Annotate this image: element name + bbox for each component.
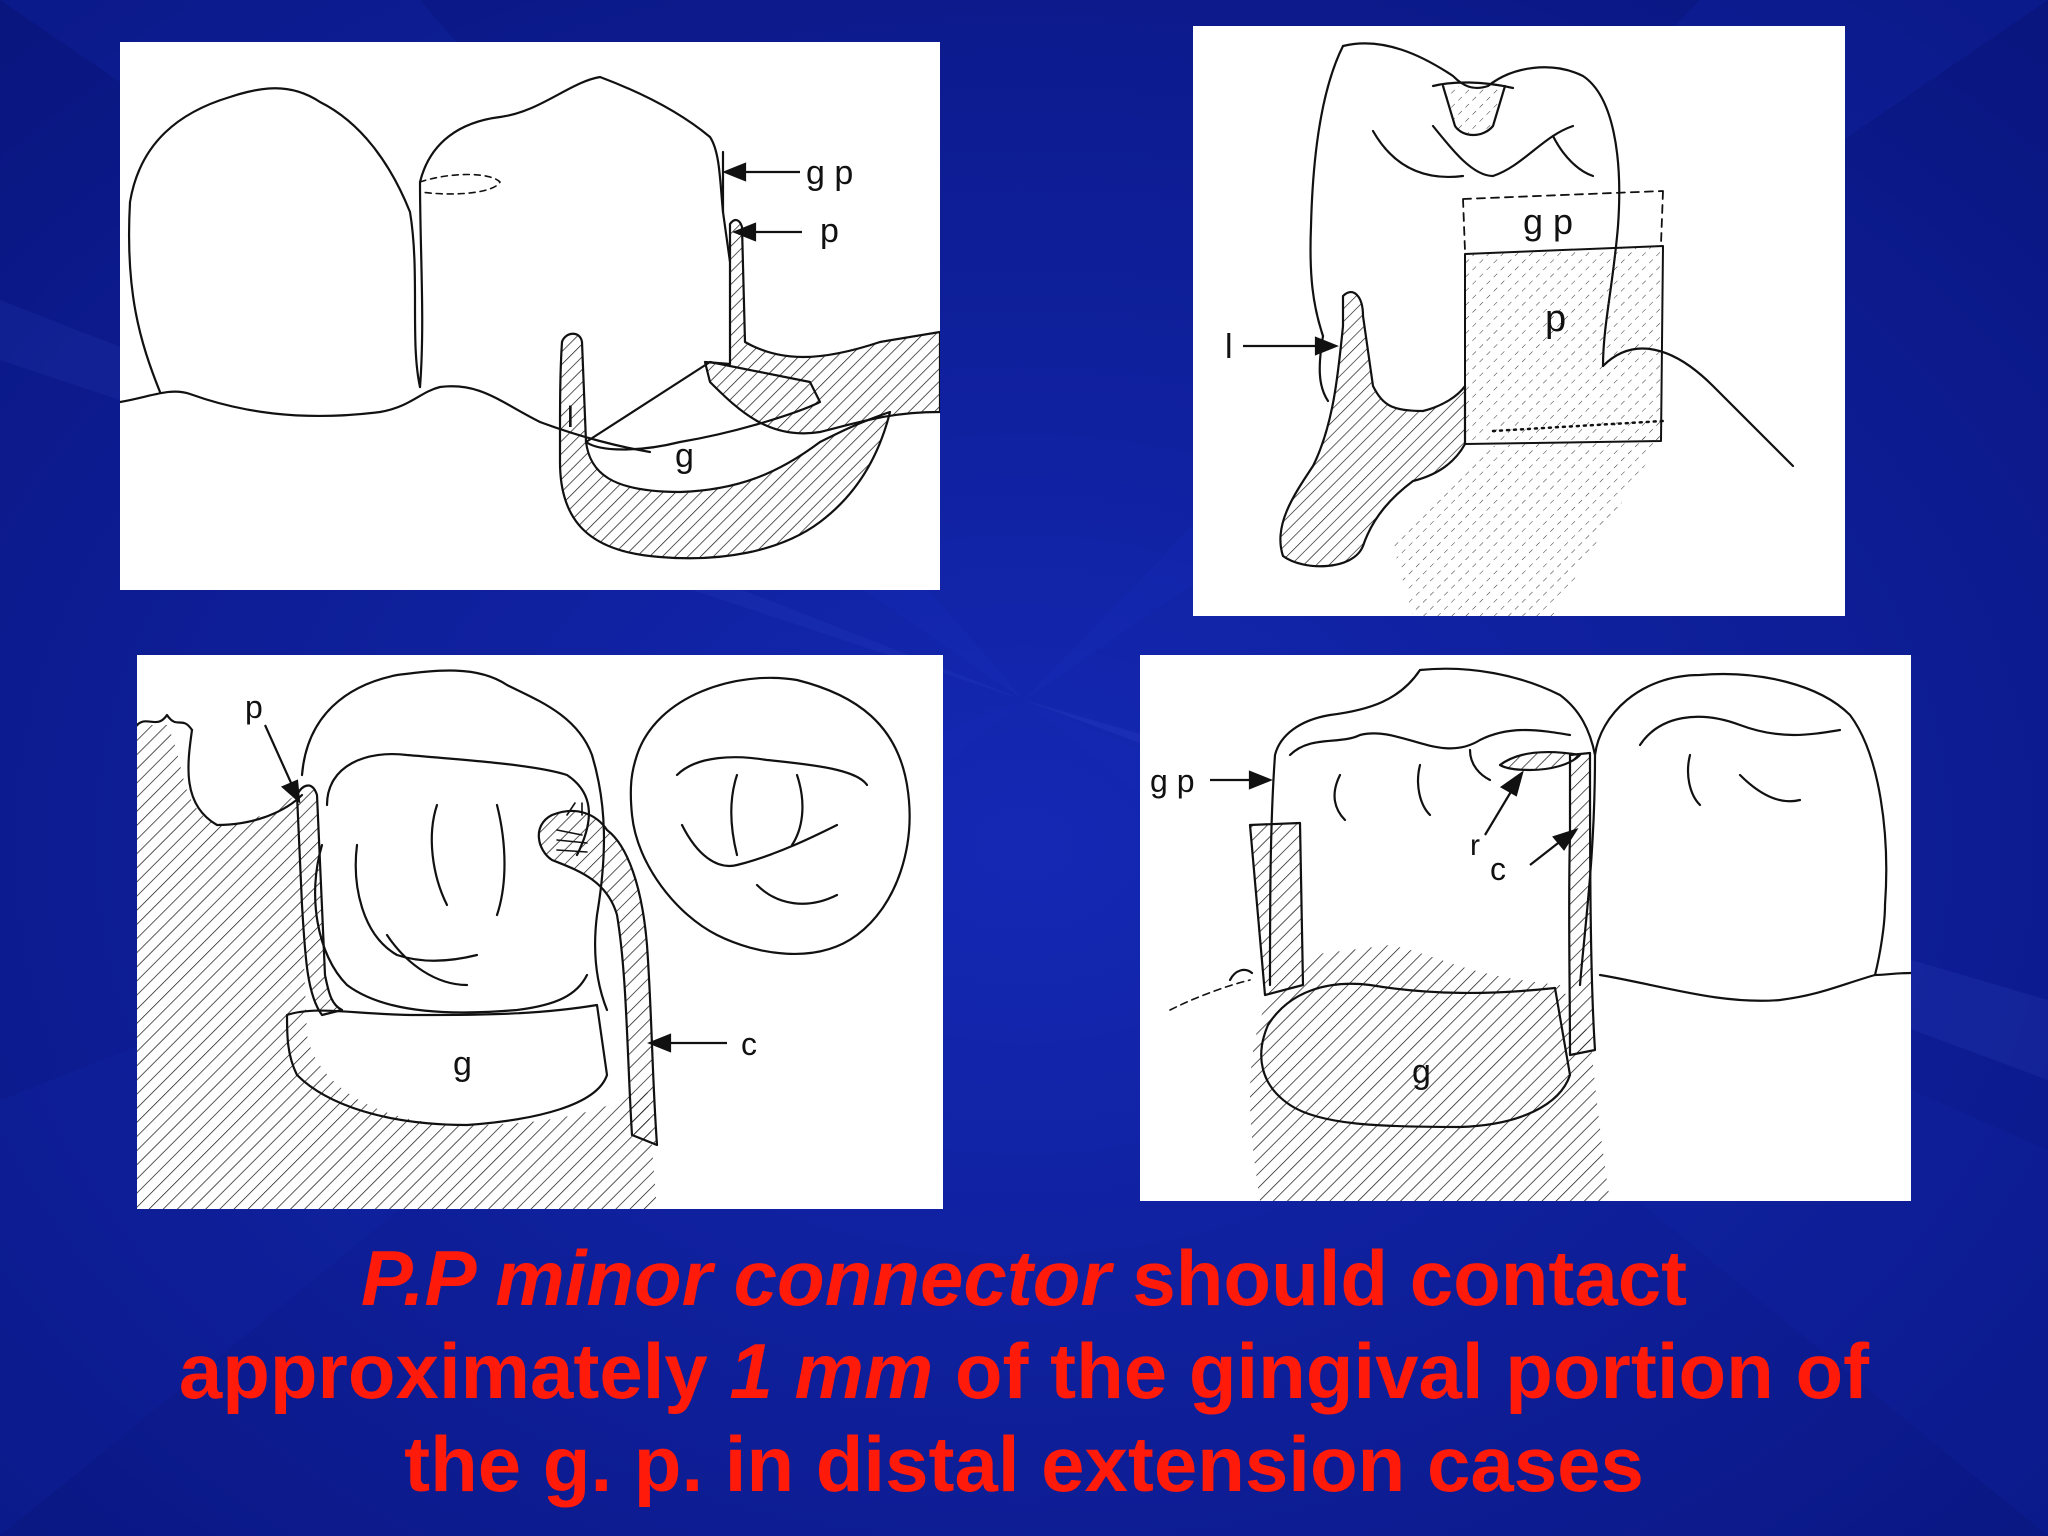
guide-plane-box [1462, 190, 1664, 252]
minor-connector [1568, 751, 1597, 1057]
proximal-plate [1464, 245, 1664, 445]
left-tooth [127, 87, 422, 394]
gum-line [120, 385, 652, 454]
caption-line-1: P.P minor connector should contact [60, 1232, 1988, 1325]
clasp-arm [1279, 291, 1467, 568]
label-p: p [820, 212, 839, 250]
diagram-panel-top-left: g p p l g [120, 42, 940, 590]
abutment-molar [300, 669, 609, 1012]
dashed-outline [419, 173, 501, 195]
label-gp: g p [1150, 763, 1194, 799]
label-g: g [453, 1045, 472, 1083]
abutment-tooth [418, 75, 725, 389]
caption-emphasis-connector: P.P minor connector [360, 1234, 1111, 1322]
diagram-panel-top-right: g p p l [1193, 26, 1845, 616]
label-p: p [1545, 298, 1566, 340]
label-gp: g p [1523, 201, 1573, 242]
label-p: p [245, 689, 263, 725]
label-gp: g p [806, 154, 853, 192]
clasp-arm [558, 332, 892, 560]
diagram-top-left: g p p l g [120, 75, 940, 560]
denture-base-area [137, 725, 657, 1209]
adjacent-tooth [1593, 672, 1888, 1002]
caption-text-4: the g. p. in distal extension cases [404, 1420, 1644, 1508]
denture-base-area [1250, 945, 1610, 1201]
diagram-panel-bottom-left: p g c [137, 655, 943, 1209]
label-r: r [1470, 829, 1480, 862]
label-l: l [1225, 328, 1233, 366]
diagram-bottom-right: g p r c g [1150, 667, 1911, 1201]
caption-text-3: of the gingival portion of [933, 1327, 1870, 1415]
minor-connector [537, 810, 659, 1147]
gingival-region [1393, 436, 1663, 616]
diagram-panel-bottom-right: g p r c g [1140, 655, 1911, 1201]
caption-line-3: the g. p. in distal extension cases [60, 1418, 1988, 1511]
caption-line-2: approximately 1 mm of the gingival porti… [60, 1325, 1988, 1418]
gingival-area [285, 1003, 609, 1127]
abutment-tooth [1268, 667, 1597, 987]
gingival-area [1260, 982, 1572, 1129]
adjacent-premolar [629, 676, 911, 956]
proximal-plate [1248, 821, 1305, 997]
label-g: g [1412, 1053, 1431, 1091]
diagram-top-right: g p p l [1225, 42, 1795, 616]
caption-emphasis-measure: 1 mm [729, 1327, 934, 1415]
label-l: l [567, 401, 574, 434]
slide-caption: P.P minor connector should contact appro… [60, 1232, 1988, 1511]
proximal-plate [703, 218, 940, 435]
label-c: c [741, 1026, 757, 1062]
label-c: c [1490, 851, 1506, 887]
caption-text-1: should contact [1110, 1234, 1688, 1322]
proximal-plate [295, 784, 344, 1017]
diagram-bottom-left: p g c [137, 669, 911, 1209]
gingival-area [584, 360, 822, 451]
label-g: g [675, 437, 694, 475]
occlusal-rest [1498, 750, 1582, 772]
caption-text-2: approximately [178, 1327, 730, 1415]
